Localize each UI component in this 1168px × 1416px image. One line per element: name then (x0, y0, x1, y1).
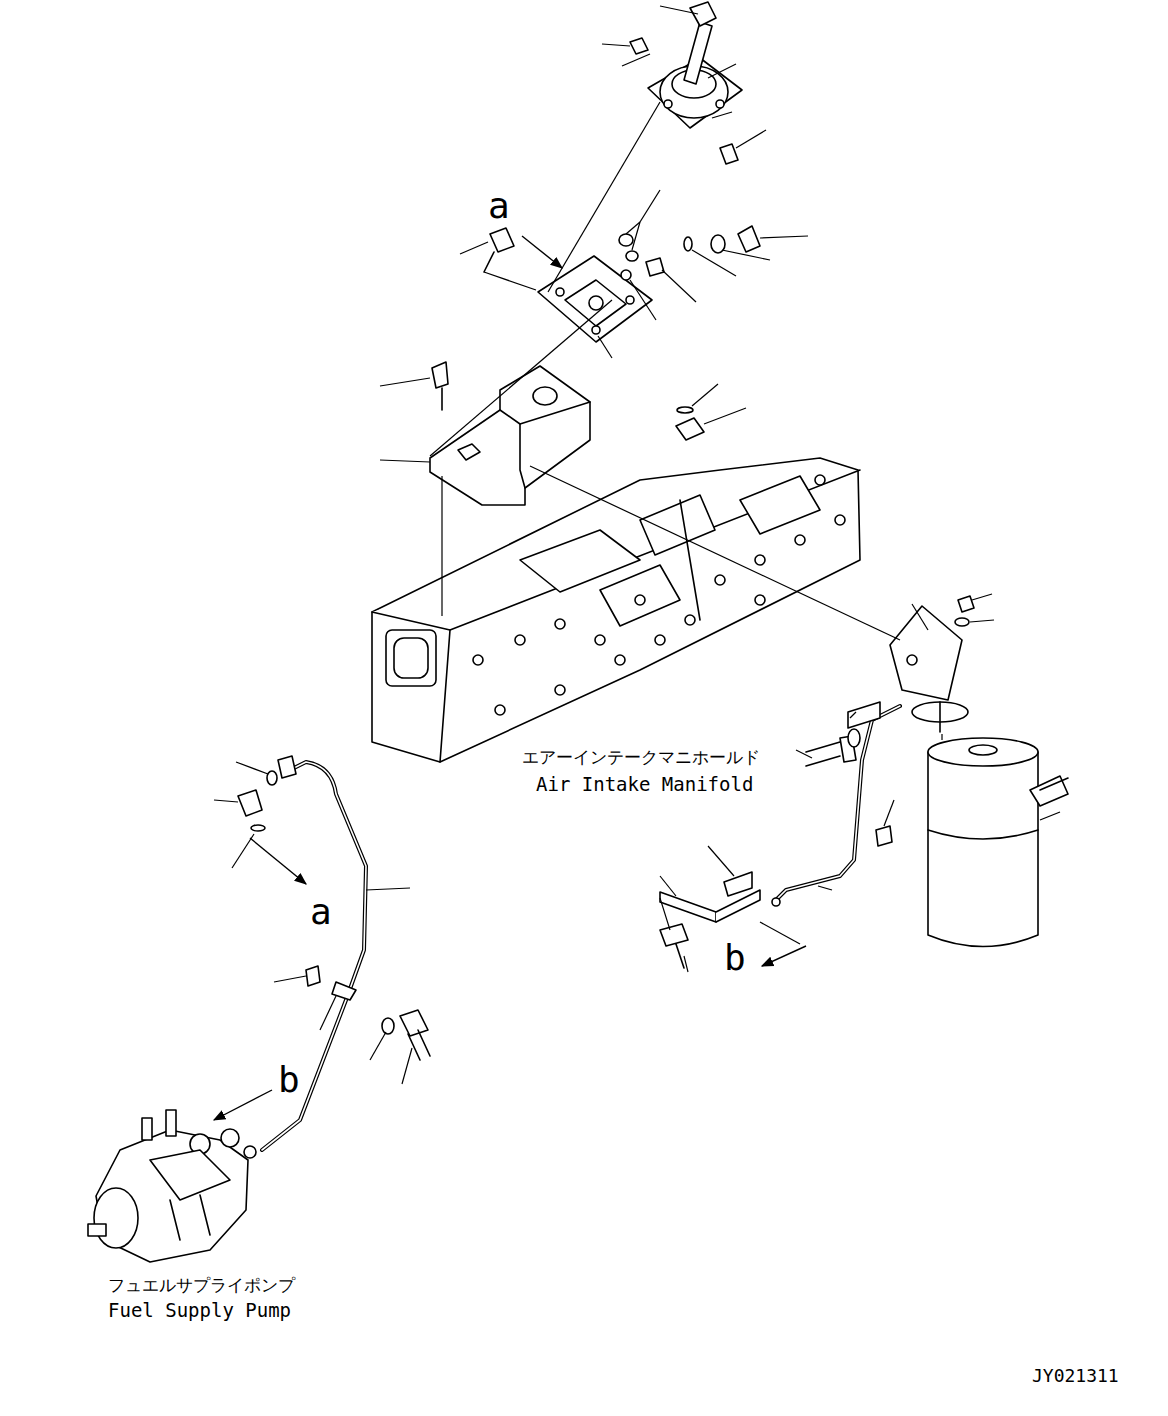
filter-head-plate (538, 256, 652, 342)
bolt (720, 144, 738, 164)
part-name: Fuel Supply Pump (106, 1300, 293, 1321)
part-name: フュエルサプライポンプ (106, 1276, 297, 1295)
air-intake-manifold (372, 458, 860, 762)
reference-letter: b (276, 1060, 302, 1100)
fuel-filter (928, 738, 1038, 947)
fuel-supply-pump (88, 1110, 256, 1262)
part-name: Air Intake Manifold (534, 774, 755, 795)
reference-letter: a (486, 186, 512, 226)
drawing-number: JY021311 (1030, 1366, 1121, 1386)
part-name: エアーインテークマニホールド (520, 748, 762, 767)
leader-lines (214, 6, 1060, 1084)
bolt (630, 38, 648, 54)
reference-letter: b (722, 938, 748, 978)
priming-pump (648, 2, 742, 128)
reference-arrows (214, 236, 806, 1120)
reference-letter: a (308, 892, 334, 932)
filter-head (890, 606, 968, 732)
